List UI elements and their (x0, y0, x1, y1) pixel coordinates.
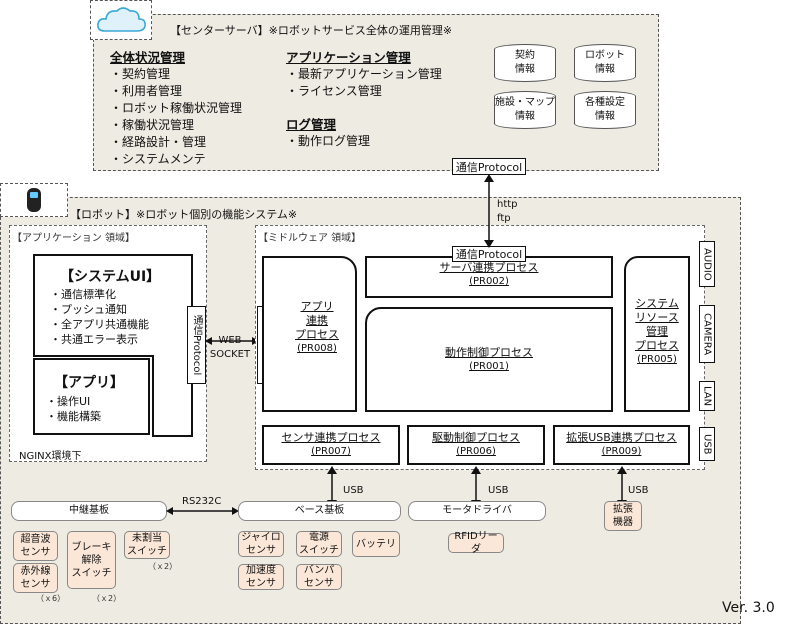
system-ui-title: 【システムUI】 (60, 269, 161, 285)
motor-driver: モータドライバ (408, 501, 546, 521)
server-link-process-label: サーバ連携プロセス (PR002) (439, 261, 539, 287)
rfid-reader: RFIDリーダ (448, 531, 504, 555)
port-usb: USB (699, 427, 715, 461)
center-server-panel (93, 14, 659, 171)
unassigned-count: （ｘ2） (148, 562, 178, 571)
battery: バッテリ (352, 531, 400, 557)
motion-control-process (365, 307, 613, 412)
system-ui-item: ・全アプリ共通機能 (50, 318, 149, 331)
server-title: 【センターサーバ】※ロボットサービス全体の運用管理※ (170, 24, 453, 37)
cloud-icon (97, 7, 146, 32)
rs232c-arrow (166, 507, 239, 515)
group-item: ・稼働状況管理 (110, 118, 195, 132)
sensor-link-process: センサ連携プロセス (PR007) (262, 425, 400, 465)
system-ui-items: ・通信標準化 ・プッシュ通知 ・全アプリ共通機能 ・共通エラー表示 (50, 287, 149, 347)
accel-sensor: 加速度センサ (238, 564, 284, 590)
database-settings: 各種設定情報 (574, 91, 636, 129)
group-heading: ログ管理 (286, 117, 337, 132)
usb-ext-process: 拡張USB連携プロセス (PR009) (553, 425, 690, 465)
group-heading: 全体状況管理 (110, 50, 186, 65)
group-item: ・ロボット稼働状況管理 (110, 101, 243, 115)
system-ui-item: ・プッシュ通知 (50, 303, 127, 316)
server-protocol-box: 通信Protocol (452, 158, 526, 175)
nginx-label: NGINX環境下 (19, 451, 82, 462)
group-item: ・経路設計・管理 (110, 135, 207, 149)
rs232c-label: RS232C (182, 496, 222, 507)
robot-icon (27, 188, 41, 212)
app-link-process-label: アプリ 連携 プロセス (PR008) (295, 300, 339, 354)
application-management-group: アプリケーション管理 ・最新アプリケーション管理 ・ライセンス管理 (286, 47, 476, 100)
extension-device: 拡張機器 (604, 501, 642, 531)
robot-title: 【ロボット】※ロボット個別の機能システム※ (70, 208, 298, 221)
bumper-sensor: バンパセンサ (296, 564, 342, 590)
base-board: ベース基板 (238, 501, 401, 521)
port-camera: CAMERA (699, 305, 715, 363)
infrared-count: （ｘ6） (36, 594, 66, 603)
group-item: ・動作ログ管理 (286, 134, 371, 148)
power-switch: 電源スイッチ (296, 531, 342, 557)
group-item: ・ライセンス管理 (286, 84, 382, 98)
database-contract: 契約情報 (494, 44, 556, 82)
cloud-icon-box (90, 0, 152, 40)
database-facility-map: 施設・マップ情報 (494, 91, 556, 129)
system-ui-item: ・共通エラー表示 (50, 333, 138, 346)
ultrasonic-sensor: 超音波センサ (13, 531, 58, 561)
drive-control-process: 駆動制御プロセス (PR006) (407, 425, 545, 465)
database-robot: ロボット情報 (574, 44, 636, 82)
overall-management-group: 全体状況管理 ・契約管理 ・利用者管理 ・ロボット稼働状況管理 ・稼働状況管理 … (110, 47, 280, 168)
brake-release-switch: ブレーキ解除スイッチ (67, 531, 116, 589)
brake-count: （ｘ2） (92, 594, 122, 603)
group-heading: アプリケーション管理 (286, 50, 411, 65)
version-label: Ver. 3.0 (722, 600, 775, 616)
middleware-area-label: 【ミドルウェア 領域】 (258, 233, 362, 244)
usb-label-sensor: USB (343, 485, 364, 496)
unassigned-switch: 未割当スイッチ (124, 531, 170, 559)
gyro-sensor: ジャイロセンサ (238, 531, 284, 557)
http-arrow (484, 174, 494, 248)
group-item: ・契約管理 (110, 67, 171, 81)
usb-label-drive: USB (488, 485, 509, 496)
group-item: ・システムメンテ (110, 152, 206, 166)
port-audio: AUDIO (699, 241, 715, 287)
group-item: ・最新アプリケーション管理 (286, 67, 442, 81)
group-item: ・利用者管理 (110, 84, 183, 98)
app-link-process (262, 256, 357, 412)
app-item: ・操作UI (46, 395, 91, 408)
app-items: ・操作UI ・機能構築 (46, 394, 101, 424)
usb-label-ext: USB (628, 485, 649, 496)
app-box (33, 358, 150, 435)
system-resource-process-label: システム リソース 管理 プロセス (PR005) (635, 297, 679, 365)
system-ui-box (33, 254, 193, 437)
relay-board: 中継基板 (11, 501, 167, 521)
log-management-group: ログ管理 ・動作ログ管理 (286, 114, 446, 150)
app-title: 【アプリ】 (54, 375, 124, 391)
port-lan: LAN (699, 381, 715, 411)
app-item: ・機能構築 (46, 410, 101, 423)
app-protocol-box: 通信Protocol (187, 306, 206, 384)
robot-icon-box (0, 183, 68, 217)
middleware-protocol-top: 通信Protocol (452, 246, 526, 262)
application-area-label: 【アプリケーション 領域】 (12, 233, 135, 244)
system-resource-process (624, 256, 690, 412)
infrared-sensor: 赤外線センサ (13, 563, 58, 593)
system-ui-item: ・通信標準化 (50, 288, 116, 301)
motion-control-process-label: 動作制御プロセス (PR001) (445, 346, 533, 372)
